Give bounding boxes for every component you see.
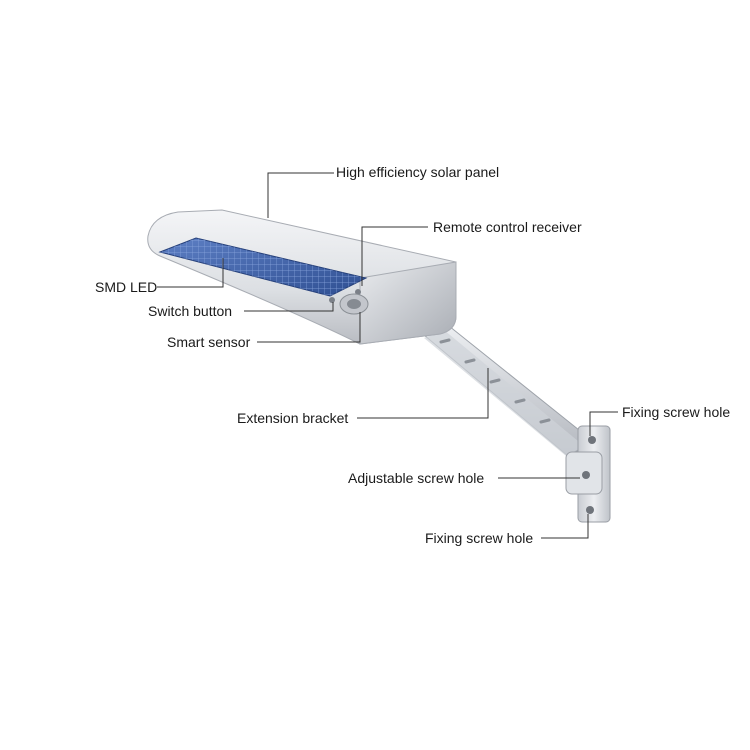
leader-lines [157, 172, 618, 539]
label-solar-panel: High efficiency solar panel [336, 164, 500, 180]
leader-solar-panel [267, 172, 334, 218]
fixing-screw-hole-top-marker [588, 436, 596, 444]
adjustable-screw-hole-marker [582, 471, 590, 479]
fixing-screw-hole-bottom-marker [586, 506, 594, 514]
label-smart-sensor: Smart sensor [167, 334, 251, 350]
leader-extension-bracket [357, 368, 489, 419]
switch-button-marker [329, 297, 335, 303]
solar-panel [158, 237, 368, 297]
label-adjustable-screw-hole: Adjustable screw hole [348, 470, 485, 486]
leader-smd-led [157, 258, 224, 288]
label-fixing-screw-hole-top: Fixing screw hole [622, 404, 731, 420]
leader-remote-receiver [361, 226, 428, 286]
label-switch-button: Switch button [148, 303, 233, 319]
label-remote-receiver: Remote control receiver [433, 219, 582, 235]
leader-smart-sensor [257, 312, 361, 343]
extension-bracket [416, 321, 595, 457]
remote-receiver-marker [355, 289, 361, 295]
leader-fixing-screw-bottom [541, 514, 589, 539]
leader-fixing-screw-top [589, 411, 618, 436]
label-fixing-screw-hole-bottom: Fixing screw hole [425, 530, 534, 546]
leader-switch-button [244, 302, 334, 312]
wall-mount-plate [565, 425, 611, 523]
label-smd-led: SMD LED [95, 279, 158, 295]
lamp-head [147, 209, 457, 345]
label-extension-bracket: Extension bracket [237, 410, 349, 426]
